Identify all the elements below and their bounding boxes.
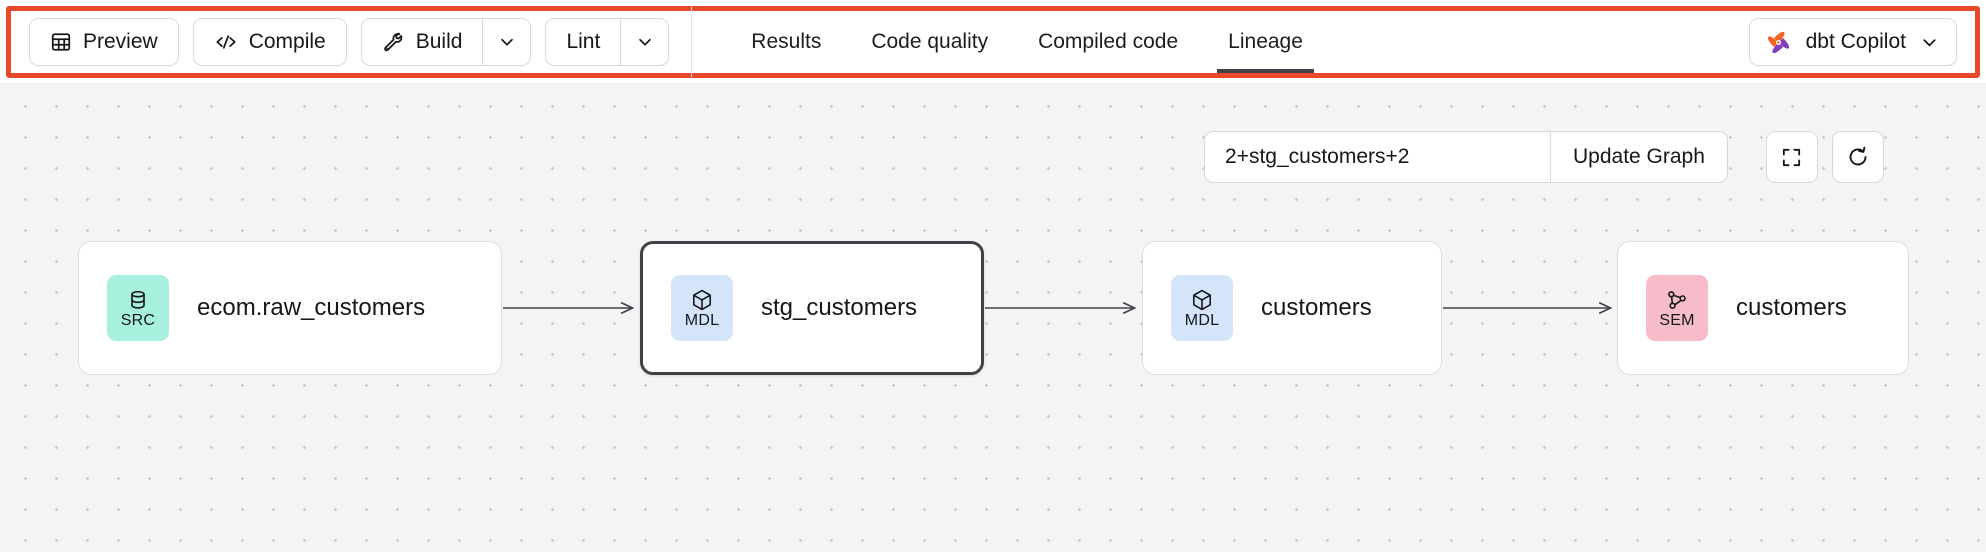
badge-sem: SEM bbox=[1646, 275, 1708, 341]
lineage-node-raw-customers-label: ecom.raw_customers bbox=[197, 294, 426, 321]
preview-button-label: Preview bbox=[83, 30, 158, 53]
toolbar-divider bbox=[691, 7, 693, 77]
badge-src: SRC bbox=[107, 275, 169, 341]
fullscreen-button[interactable] bbox=[1765, 131, 1818, 183]
editor-toolbar: Preview Compile bbox=[11, 7, 1975, 77]
fullscreen-icon bbox=[1780, 146, 1803, 169]
badge-mdl: MDL bbox=[1171, 275, 1233, 341]
dbt-copilot-label: dbt Copilot bbox=[1805, 30, 1906, 53]
toolbar-actions: Preview Compile bbox=[11, 11, 670, 73]
lineage-node-customers-semantic[interactable]: SEM customers bbox=[1617, 241, 1909, 375]
result-tabs: Results Code quality Compiled code Linea… bbox=[726, 11, 1328, 73]
lint-button[interactable]: Lint bbox=[546, 19, 620, 65]
tab-results-label: Results bbox=[751, 30, 822, 53]
tab-code-quality-label: Code quality bbox=[871, 30, 989, 53]
node-selector-group: Update Graph bbox=[1204, 131, 1728, 183]
tab-lineage[interactable]: Lineage bbox=[1203, 11, 1328, 73]
build-button-group: Build bbox=[360, 18, 532, 66]
badge-mdl: MDL bbox=[671, 275, 733, 341]
dbt-copilot-button[interactable]: dbt Copilot bbox=[1748, 18, 1957, 66]
wrench-icon bbox=[382, 31, 405, 54]
dbt-copilot-icon bbox=[1765, 29, 1792, 56]
lint-dropdown-button[interactable] bbox=[620, 19, 668, 65]
table-icon bbox=[50, 31, 72, 53]
lineage-node-stg-customers[interactable]: MDL stg_customers bbox=[640, 241, 984, 375]
graph-controls: Update Graph bbox=[1204, 131, 1884, 183]
code-icon bbox=[214, 31, 238, 53]
lineage-node-stg-customers-label: stg_customers bbox=[761, 294, 918, 321]
compile-button[interactable]: Compile bbox=[192, 18, 347, 66]
lineage-node-customers-semantic-label: customers bbox=[1736, 294, 1847, 321]
cube-icon bbox=[690, 288, 714, 312]
tab-compiled-code-label: Compiled code bbox=[1038, 30, 1179, 53]
update-graph-button[interactable]: Update Graph bbox=[1550, 132, 1727, 182]
tab-compiled-code[interactable]: Compiled code bbox=[1013, 11, 1203, 73]
lineage-node-customers-model[interactable]: MDL customers bbox=[1142, 241, 1442, 375]
tab-results[interactable]: Results bbox=[726, 11, 846, 73]
chevron-down-icon bbox=[1920, 33, 1939, 52]
badge-mdl-label: MDL bbox=[1184, 311, 1220, 329]
lineage-node-raw-customers[interactable]: SRC ecom.raw_customers bbox=[78, 241, 502, 375]
lineage-canvas[interactable]: Update Graph bbox=[0, 83, 1986, 552]
lint-button-group: Lint bbox=[545, 18, 670, 66]
toolbar-right: dbt Copilot bbox=[1748, 18, 1975, 66]
refresh-icon bbox=[1846, 145, 1870, 169]
badge-mdl-label: MDL bbox=[684, 311, 720, 329]
badge-src-label: SRC bbox=[120, 311, 156, 329]
lint-button-label: Lint bbox=[566, 30, 601, 53]
database-icon bbox=[126, 288, 150, 312]
badge-sem-label: SEM bbox=[1659, 311, 1695, 329]
build-button-label: Build bbox=[415, 30, 463, 53]
preview-button[interactable]: Preview bbox=[29, 18, 179, 66]
build-button[interactable]: Build bbox=[362, 19, 483, 65]
chevron-down-icon bbox=[498, 33, 516, 51]
refresh-button[interactable] bbox=[1831, 131, 1884, 183]
chevron-down-icon bbox=[636, 33, 654, 51]
lineage-node-customers-model-label: customers bbox=[1261, 294, 1372, 321]
build-dropdown-button[interactable] bbox=[482, 19, 530, 65]
semantic-graph-icon bbox=[1665, 288, 1689, 312]
tab-code-quality[interactable]: Code quality bbox=[846, 11, 1013, 73]
tab-lineage-label: Lineage bbox=[1228, 30, 1303, 53]
cube-icon bbox=[1190, 288, 1214, 312]
update-graph-label: Update Graph bbox=[1573, 145, 1705, 168]
toolbar-annotation-box: Preview Compile bbox=[6, 6, 1980, 78]
compile-button-label: Compile bbox=[248, 30, 326, 53]
node-selector-input[interactable] bbox=[1205, 132, 1550, 182]
